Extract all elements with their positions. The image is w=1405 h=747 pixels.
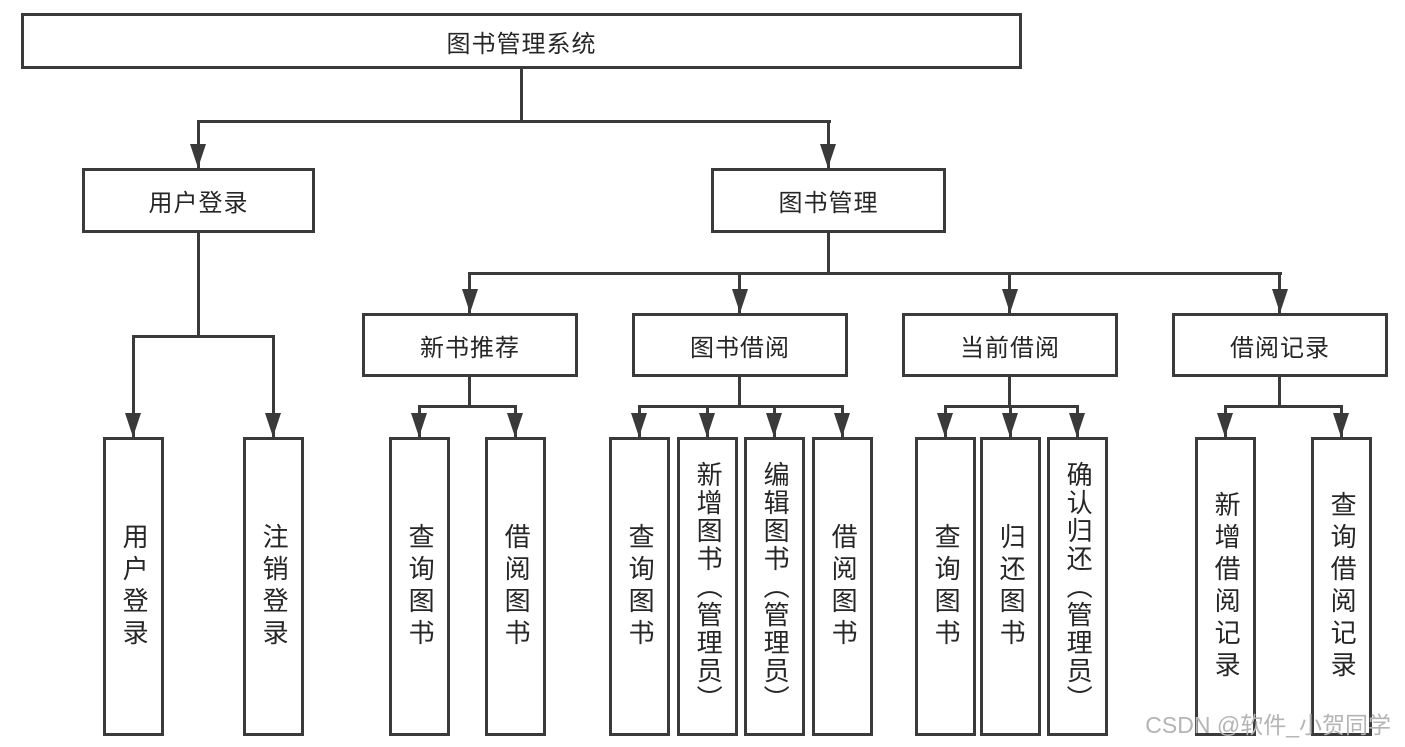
- node-borrow-record-label: 借阅记录: [1230, 334, 1330, 362]
- leaf-query-books-borrow-label: 查询图书: [625, 522, 656, 651]
- leaf-add-books-admin-label: 新增图书（管理员）: [693, 460, 724, 713]
- node-user-login-label: 用户登录: [148, 190, 249, 217]
- leaf-query-books-current-label: 查询图书: [931, 522, 962, 651]
- arrow-down-icon: [1333, 413, 1349, 437]
- leaf-return-books: 归还图书: [980, 437, 1041, 736]
- leaf-query-books-current: 查询图书: [915, 437, 976, 736]
- leaf-borrow-books-recommend-label: 借阅图书: [501, 522, 532, 651]
- leaf-user-login: 用户登录: [103, 437, 164, 736]
- arrow-down-icon: [937, 413, 953, 437]
- arrow-down-icon: [699, 413, 715, 437]
- leaf-query-books-recommend: 查询图书: [389, 437, 450, 736]
- leaf-query-borrow-record: 查询借阅记录: [1311, 437, 1372, 736]
- node-current-borrow: 当前借阅: [902, 313, 1118, 377]
- connector-line: [1224, 405, 1343, 408]
- connector-line: [468, 377, 471, 405]
- node-borrow-record: 借阅记录: [1172, 313, 1388, 377]
- node-user-login: 用户登录: [82, 168, 315, 233]
- leaf-return-books-label: 归还图书: [996, 522, 1027, 651]
- arrow-down-icon: [1069, 413, 1085, 437]
- arrow-down-icon: [766, 413, 782, 437]
- leaf-add-borrow-record: 新增借阅记录: [1195, 437, 1256, 736]
- connector-line: [1008, 377, 1011, 405]
- node-book-management: 图书管理: [711, 168, 946, 233]
- arrow-down-icon: [1217, 413, 1233, 437]
- arrow-down-icon: [411, 413, 427, 437]
- leaf-confirm-return-admin-label: 确认归还（管理员）: [1063, 460, 1094, 713]
- node-current-borrow-label: 当前借阅: [960, 334, 1060, 362]
- connector-line: [468, 272, 1282, 275]
- connector-line: [197, 120, 831, 123]
- leaf-user-login-label: 用户登录: [119, 522, 150, 651]
- leaf-query-books-borrow: 查询图书: [609, 437, 670, 736]
- arrow-down-icon: [631, 413, 647, 437]
- leaf-edit-books-admin: 编辑图书（管理员）: [744, 437, 805, 736]
- arrow-down-icon: [834, 413, 850, 437]
- leaf-edit-books-admin-label: 编辑图书（管理员）: [760, 460, 791, 713]
- connector-line: [132, 335, 135, 437]
- node-new-book-recommend-label: 新书推荐: [420, 334, 520, 362]
- arrow-down-icon: [507, 413, 523, 437]
- connector-line: [197, 232, 200, 335]
- arrow-down-icon: [265, 413, 281, 437]
- leaf-query-books-recommend-label: 查询图书: [405, 522, 436, 651]
- node-new-book-recommend: 新书推荐: [362, 313, 578, 377]
- arrow-down-icon: [1272, 289, 1288, 313]
- arrow-down-icon: [190, 144, 206, 168]
- leaf-borrow-books: 借阅图书: [812, 437, 873, 736]
- arrow-down-icon: [462, 289, 478, 313]
- connector-line: [132, 335, 275, 338]
- arrow-down-icon: [820, 144, 836, 168]
- leaf-logout: 注销登录: [243, 437, 304, 736]
- watermark-text: CSDN @软件_小贺同学: [1145, 712, 1391, 738]
- connector-line: [272, 335, 275, 437]
- connector-line: [827, 232, 830, 272]
- connector-line: [738, 377, 741, 405]
- leaf-logout-label: 注销登录: [259, 522, 290, 651]
- arrow-down-icon: [125, 413, 141, 437]
- connector-line: [638, 405, 844, 408]
- leaf-borrow-books-label: 借阅图书: [828, 522, 859, 651]
- arrow-down-icon: [732, 289, 748, 313]
- leaf-confirm-return-admin: 确认归还（管理员）: [1047, 437, 1108, 736]
- node-root-label: 图书管理系统: [446, 30, 597, 58]
- leaf-add-books-admin: 新增图书（管理员）: [677, 437, 738, 736]
- connector-line: [1278, 377, 1281, 405]
- node-book-borrow-label: 图书借阅: [690, 334, 790, 362]
- node-book-borrow: 图书借阅: [632, 313, 848, 377]
- leaf-borrow-books-recommend: 借阅图书: [485, 437, 546, 736]
- arrow-down-icon: [1002, 289, 1018, 313]
- connector-line: [418, 405, 517, 408]
- leaf-query-borrow-record-label: 查询借阅记录: [1327, 490, 1358, 683]
- arrow-down-icon: [1002, 413, 1018, 437]
- node-root: 图书管理系统: [21, 13, 1022, 69]
- connector-line: [520, 68, 523, 120]
- leaf-add-borrow-record-label: 新增借阅记录: [1211, 490, 1242, 683]
- node-book-management-label: 图书管理: [778, 190, 879, 217]
